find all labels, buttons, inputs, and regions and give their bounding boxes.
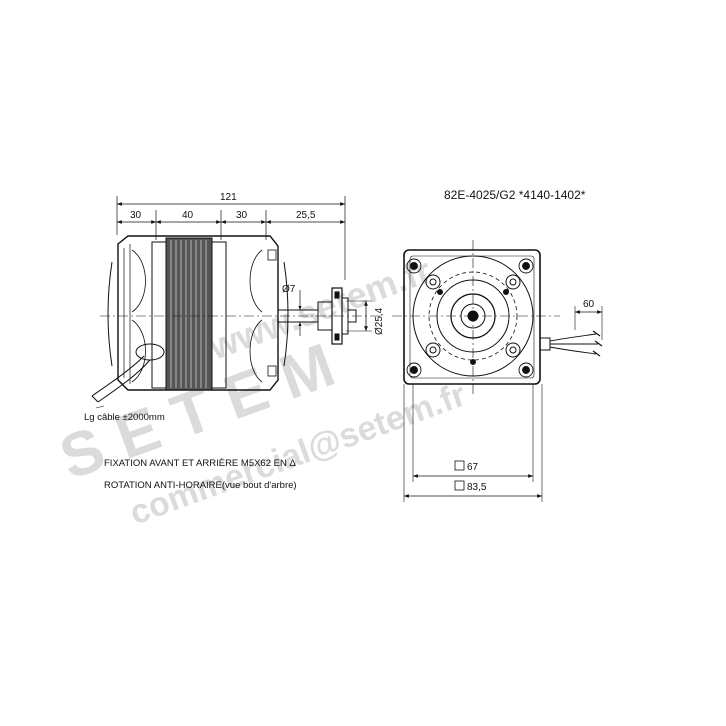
- shaft-diameter-label: Ø7: [282, 284, 296, 295]
- cable-length-note: Lg câble ±2000mm: [84, 412, 165, 423]
- dim-segment-3: 30: [236, 210, 248, 221]
- rotation-note: ROTATION ANTI-HORAIRE(vue bout d'arbre): [104, 480, 297, 491]
- side-view: [91, 196, 380, 409]
- flange-outer-dimension: 83,5: [467, 482, 487, 493]
- fixation-note: FIXATION AVANT ET ARRIÈRE M5X62 EN Δ: [104, 458, 296, 469]
- dim-total-length: 121: [220, 192, 237, 203]
- hub-diameter-label: Ø25,4: [374, 307, 385, 335]
- dim-segment-4: 25,5: [296, 210, 316, 221]
- cable-dimension-label: 60: [583, 299, 595, 310]
- dim-segment-2: 40: [182, 210, 194, 221]
- dim-segment-1: 30: [130, 210, 142, 221]
- front-view: [392, 240, 603, 502]
- model-title: 82E-4025/G2 *4140-1402*: [444, 188, 586, 202]
- flange-inner-dimension: 67: [467, 462, 479, 473]
